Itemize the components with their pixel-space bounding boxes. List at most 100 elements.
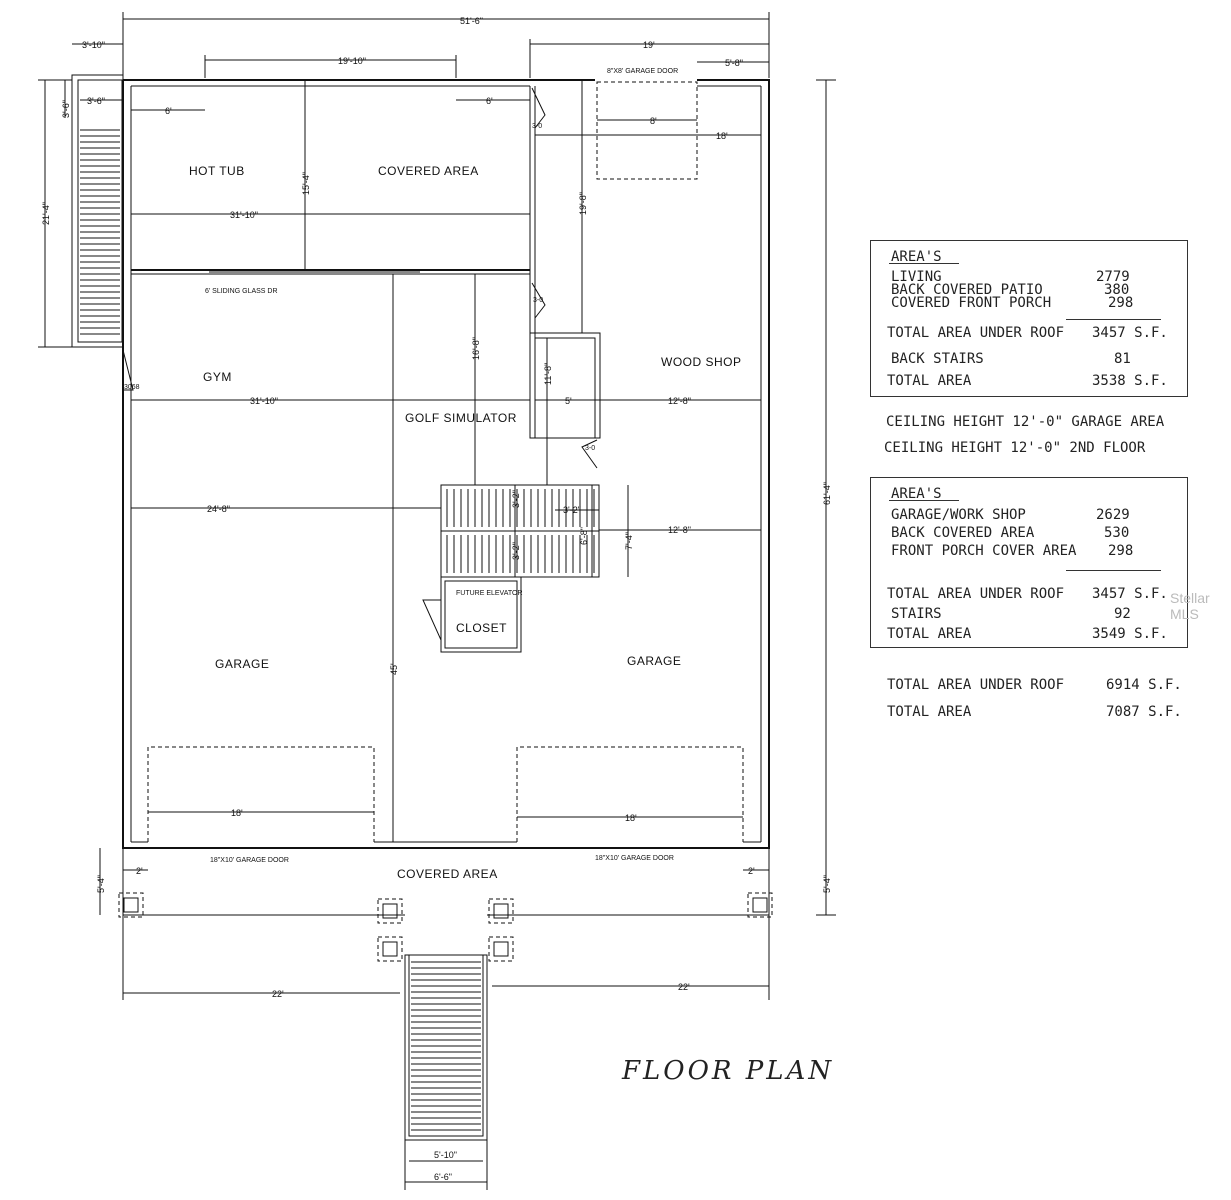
area-total-roof-value: 3457 S.F.	[1092, 325, 1168, 341]
area-row-value: 2629	[1096, 507, 1130, 523]
dim-two-left: 2'	[136, 866, 143, 876]
room-covered-area-front: COVERED AREA	[397, 867, 498, 881]
area-total-roof-label: TOTAL AREA UNDER ROOF	[887, 586, 1065, 602]
dim-cover-height: 15'-4"	[301, 172, 311, 195]
room-garage-left: GARAGE	[215, 657, 269, 671]
dim-top-far-right: 5'-8"	[725, 58, 743, 68]
door-label-a: 3-0	[532, 123, 542, 130]
dim-stair-inner: 3'-6"	[87, 96, 105, 106]
garage-door-overhead	[147, 81, 744, 842]
plan-title: FLOOR PLAN	[622, 1056, 835, 1086]
room-gym: GYM	[203, 370, 232, 384]
dim-left-height: 21'-4"	[41, 202, 51, 225]
room-hot-tub: HOT TUB	[189, 164, 245, 178]
sum-underline	[1066, 570, 1161, 571]
dim-porch-right: 5'-4"	[822, 875, 832, 893]
room-garage-right: GARAGE	[627, 654, 681, 668]
dim-shop-width: 12'-8"	[668, 396, 691, 406]
area-table-living: AREA'S LIVING 2779 BACK COVERED PATIO 38…	[870, 240, 1188, 397]
area-total-roof-label: TOTAL AREA UNDER ROOF	[887, 325, 1065, 341]
dim-right-width: 12'-8"	[668, 525, 691, 535]
porch-post	[377, 898, 403, 924]
porch-post	[377, 936, 403, 962]
room-golf-simulator: GOLF SIMULATOR	[405, 411, 517, 425]
dim-porch-span-right: 22'	[678, 982, 690, 992]
dim-bath-width: 5'	[565, 396, 572, 406]
ceiling-note: CEILING HEIGHT 12'-0" GARAGE AREA	[886, 414, 1165, 430]
dim-stair-c: 3'-2"	[563, 505, 581, 515]
front-porch	[118, 848, 773, 1141]
dim-shop-height: 19'-8"	[578, 192, 588, 215]
dim-six-right: 6'	[486, 96, 493, 106]
area-row-label: COVERED FRONT PORCH	[891, 295, 1052, 311]
watermark: Stellar MLS	[1170, 590, 1210, 622]
dim-stair-left: 3'-6"	[61, 100, 71, 118]
dimension-lines	[38, 12, 836, 1190]
area-total-label: TOTAL AREA	[887, 626, 972, 642]
dim-door-right: 18'	[625, 813, 637, 823]
area-table-garage: AREA'S GARAGE/WORK SHOP 2629 BACK COVERE…	[870, 477, 1188, 648]
garage-door-label-top: 8"X8' GARAGE DOOR	[607, 68, 678, 75]
area-row-label: BACK COVERED PATIO	[891, 282, 1043, 298]
dim-gym-height: 16'-8"	[471, 337, 481, 360]
porch-post	[488, 898, 514, 924]
porch-post-core	[382, 941, 398, 957]
grand-total-value: 7087 S.F.	[1106, 704, 1182, 720]
dim-gym-width: 31'-10"	[250, 396, 278, 406]
door-swings	[122, 87, 598, 641]
area-stairs-label: BACK STAIRS	[891, 351, 984, 367]
dim-garage-depth: 45'	[389, 663, 399, 675]
dim-stair-b: 3'-2"	[511, 542, 521, 560]
dim-porch-span-left: 22'	[272, 989, 284, 999]
area-row-label: BACK COVERED AREA	[891, 525, 1035, 541]
area-row-value: 380	[1104, 282, 1130, 298]
area-total-value: 3538 S.F.	[1092, 373, 1168, 389]
area-row-value: 298	[1108, 295, 1134, 311]
dim-two-right: 2'	[748, 866, 755, 876]
dim-eighteen-top: 18'	[716, 131, 728, 141]
dim-overall-width: 51'-6"	[460, 16, 483, 26]
dim-porch-left: 5'-4"	[96, 875, 106, 893]
area-stairs-label: STAIRS	[891, 606, 942, 622]
back-stairs	[71, 74, 124, 348]
dim-bath-height: 11'-8"	[543, 363, 553, 385]
dim-overall-depth: 61'-4"	[822, 482, 832, 505]
area-stairs-value: 81	[1114, 351, 1131, 367]
area-total-roof-value: 3457 S.F.	[1092, 586, 1168, 602]
porch-post-core	[493, 941, 509, 957]
dim-top-left: 3'-10"	[82, 40, 105, 50]
ceiling-note: CEILING HEIGHT 12'-0" 2ND FLOOR	[884, 440, 1146, 456]
room-covered-area: COVERED AREA	[378, 164, 479, 178]
area-stairs-value: 92	[1114, 606, 1131, 622]
heading-underline	[889, 500, 959, 501]
door-label-c: 3-0	[585, 445, 595, 452]
garage-door-label-left: 18"X10' GARAGE DOOR	[210, 857, 289, 864]
dim-front-stair-outer: 6'-6"	[434, 1172, 452, 1182]
grand-total-roof-label: TOTAL AREA UNDER ROOF	[887, 677, 1065, 693]
porch-post-core	[752, 897, 768, 913]
sum-underline	[1066, 319, 1161, 320]
future-elevator-label: FUTURE ELEVATOR	[456, 590, 523, 597]
dim-six-left: 6'	[165, 106, 172, 116]
porch-post	[118, 892, 144, 918]
interior-stairs	[440, 484, 600, 653]
dim-garage-width: 24'-8"	[207, 504, 230, 514]
dim-front-stair-inner: 5'-10"	[434, 1150, 457, 1160]
porch-post-core	[123, 897, 139, 913]
room-wood-shop: WOOD SHOP	[661, 355, 742, 369]
area-row-value: 530	[1104, 525, 1130, 541]
area-total-label: TOTAL AREA	[887, 373, 972, 389]
dim-door-left: 18'	[231, 808, 243, 818]
dim-stair-height: 6'-8"	[579, 527, 589, 545]
exterior-walls	[122, 79, 770, 849]
dim-stair-a: 3'-2"	[511, 490, 521, 508]
interior-walls	[131, 86, 601, 439]
grand-total-label: TOTAL AREA	[887, 704, 972, 720]
porch-post	[488, 936, 514, 962]
area-row-value: 298	[1108, 543, 1134, 559]
garage-door-label-right: 18"X10' GARAGE DOOR	[595, 855, 674, 862]
area-row-value: 2779	[1096, 269, 1130, 285]
area-row-label: LIVING	[891, 269, 942, 285]
heading-underline	[889, 263, 959, 264]
dim-cover-width: 31'-10"	[230, 210, 258, 220]
